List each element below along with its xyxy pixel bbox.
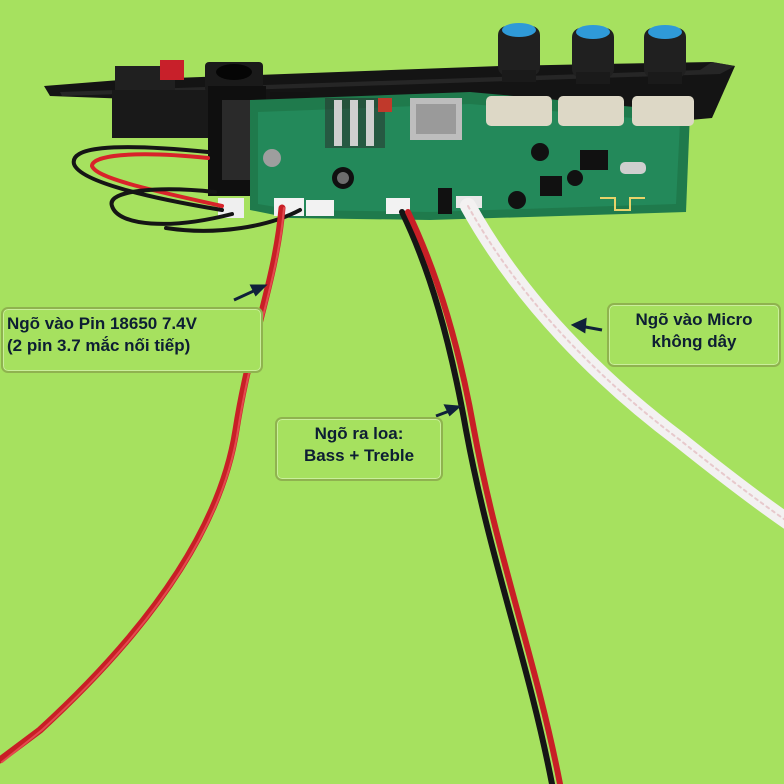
speaker-output-wire — [399, 209, 563, 784]
power-wire-loop — [71, 145, 302, 233]
battery-input-label-line1: Ngõ vào Pin 18650 7.4V — [7, 314, 197, 333]
battery-input-label-line2: (2 pin 3.7 mắc nối tiếp) — [7, 336, 191, 355]
battery-input-label: Ngõ vào Pin 18650 7.4V (2 pin 3.7 mắc nố… — [1, 307, 263, 373]
speaker-output-label: Ngõ ra loa: Bass + Treble — [275, 417, 443, 481]
callout-arrows — [233, 284, 603, 418]
pcb-components — [218, 98, 646, 218]
mic-input-label-line1: Ngõ vào Micro — [635, 310, 753, 329]
speaker-output-label-line2: Bass + Treble — [303, 446, 415, 465]
battery-input-wire — [0, 204, 286, 764]
mic-input-label: Ngõ vào Micro không dây — [607, 303, 781, 367]
speaker-output-label-line1: Ngõ ra loa: — [314, 424, 404, 443]
mic-input-label-line2: không dây — [651, 332, 737, 351]
mic-input-ribbon — [460, 198, 784, 529]
potentiometer-knobs — [486, 23, 694, 126]
